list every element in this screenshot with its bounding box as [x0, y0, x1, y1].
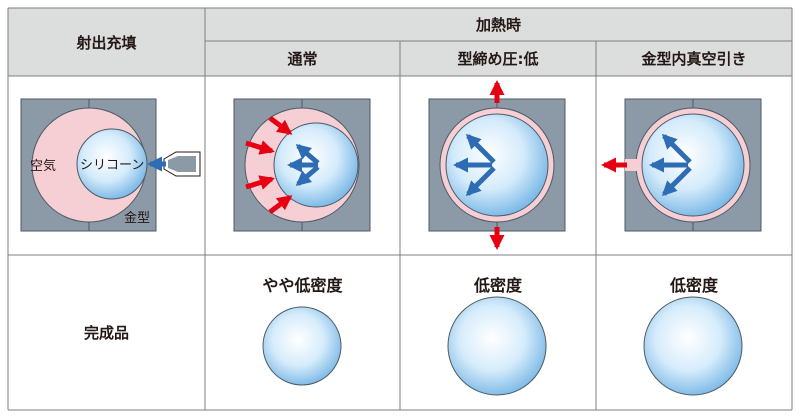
product-sphere-low-clamp [447, 296, 547, 396]
blue-arrow [661, 133, 692, 164]
blue-arrow [465, 166, 496, 197]
header-normal-label: 通常 [287, 50, 318, 68]
silicone-label: シリコーン [80, 158, 144, 173]
product-sphere-vacuum [643, 296, 743, 396]
blue-arrow [295, 144, 320, 165]
row-label-product: 完成品 [8, 255, 205, 410]
header-heating-label: 加熱時 [475, 16, 521, 34]
injection-diagram: 空気 シリコーン 金型 [20, 98, 201, 232]
red-arrow [268, 116, 293, 135]
header-vacuum-label: 金型内真空引き [641, 50, 747, 68]
result-label-low-clamp: 低密度 [473, 276, 522, 295]
red-arrow [268, 195, 293, 214]
red-arrow [245, 140, 275, 155]
diagram-normal [233, 98, 371, 232]
header-low-clamp: 型締め圧:低 [400, 41, 596, 76]
table-grid [7, 7, 793, 411]
result-label-normal: やや低密度 [262, 276, 343, 295]
header-vacuum: 金型内真空引き [596, 41, 792, 76]
row-label-product-text: 完成品 [83, 324, 129, 342]
air-label: 空気 [30, 158, 56, 174]
header-low-clamp-label: 型締め圧:低 [457, 50, 539, 68]
header-normal: 通常 [205, 41, 400, 76]
header-injection-label: 射出充填 [76, 33, 137, 52]
header-heating: 加熱時 [205, 8, 792, 41]
result-label-vacuum: 低密度 [669, 276, 718, 295]
header-injection: 射出充填 [8, 8, 205, 76]
red-arrow [245, 175, 275, 190]
blue-arrow [465, 133, 496, 164]
mold-label: 金型 [124, 210, 150, 226]
blue-arrow [295, 165, 320, 186]
diagram-low-clamp [428, 80, 566, 250]
vacuum-port [625, 159, 637, 171]
product-sphere-normal [262, 306, 342, 386]
diagram-vacuum [601, 98, 762, 232]
blue-arrow [661, 166, 692, 197]
